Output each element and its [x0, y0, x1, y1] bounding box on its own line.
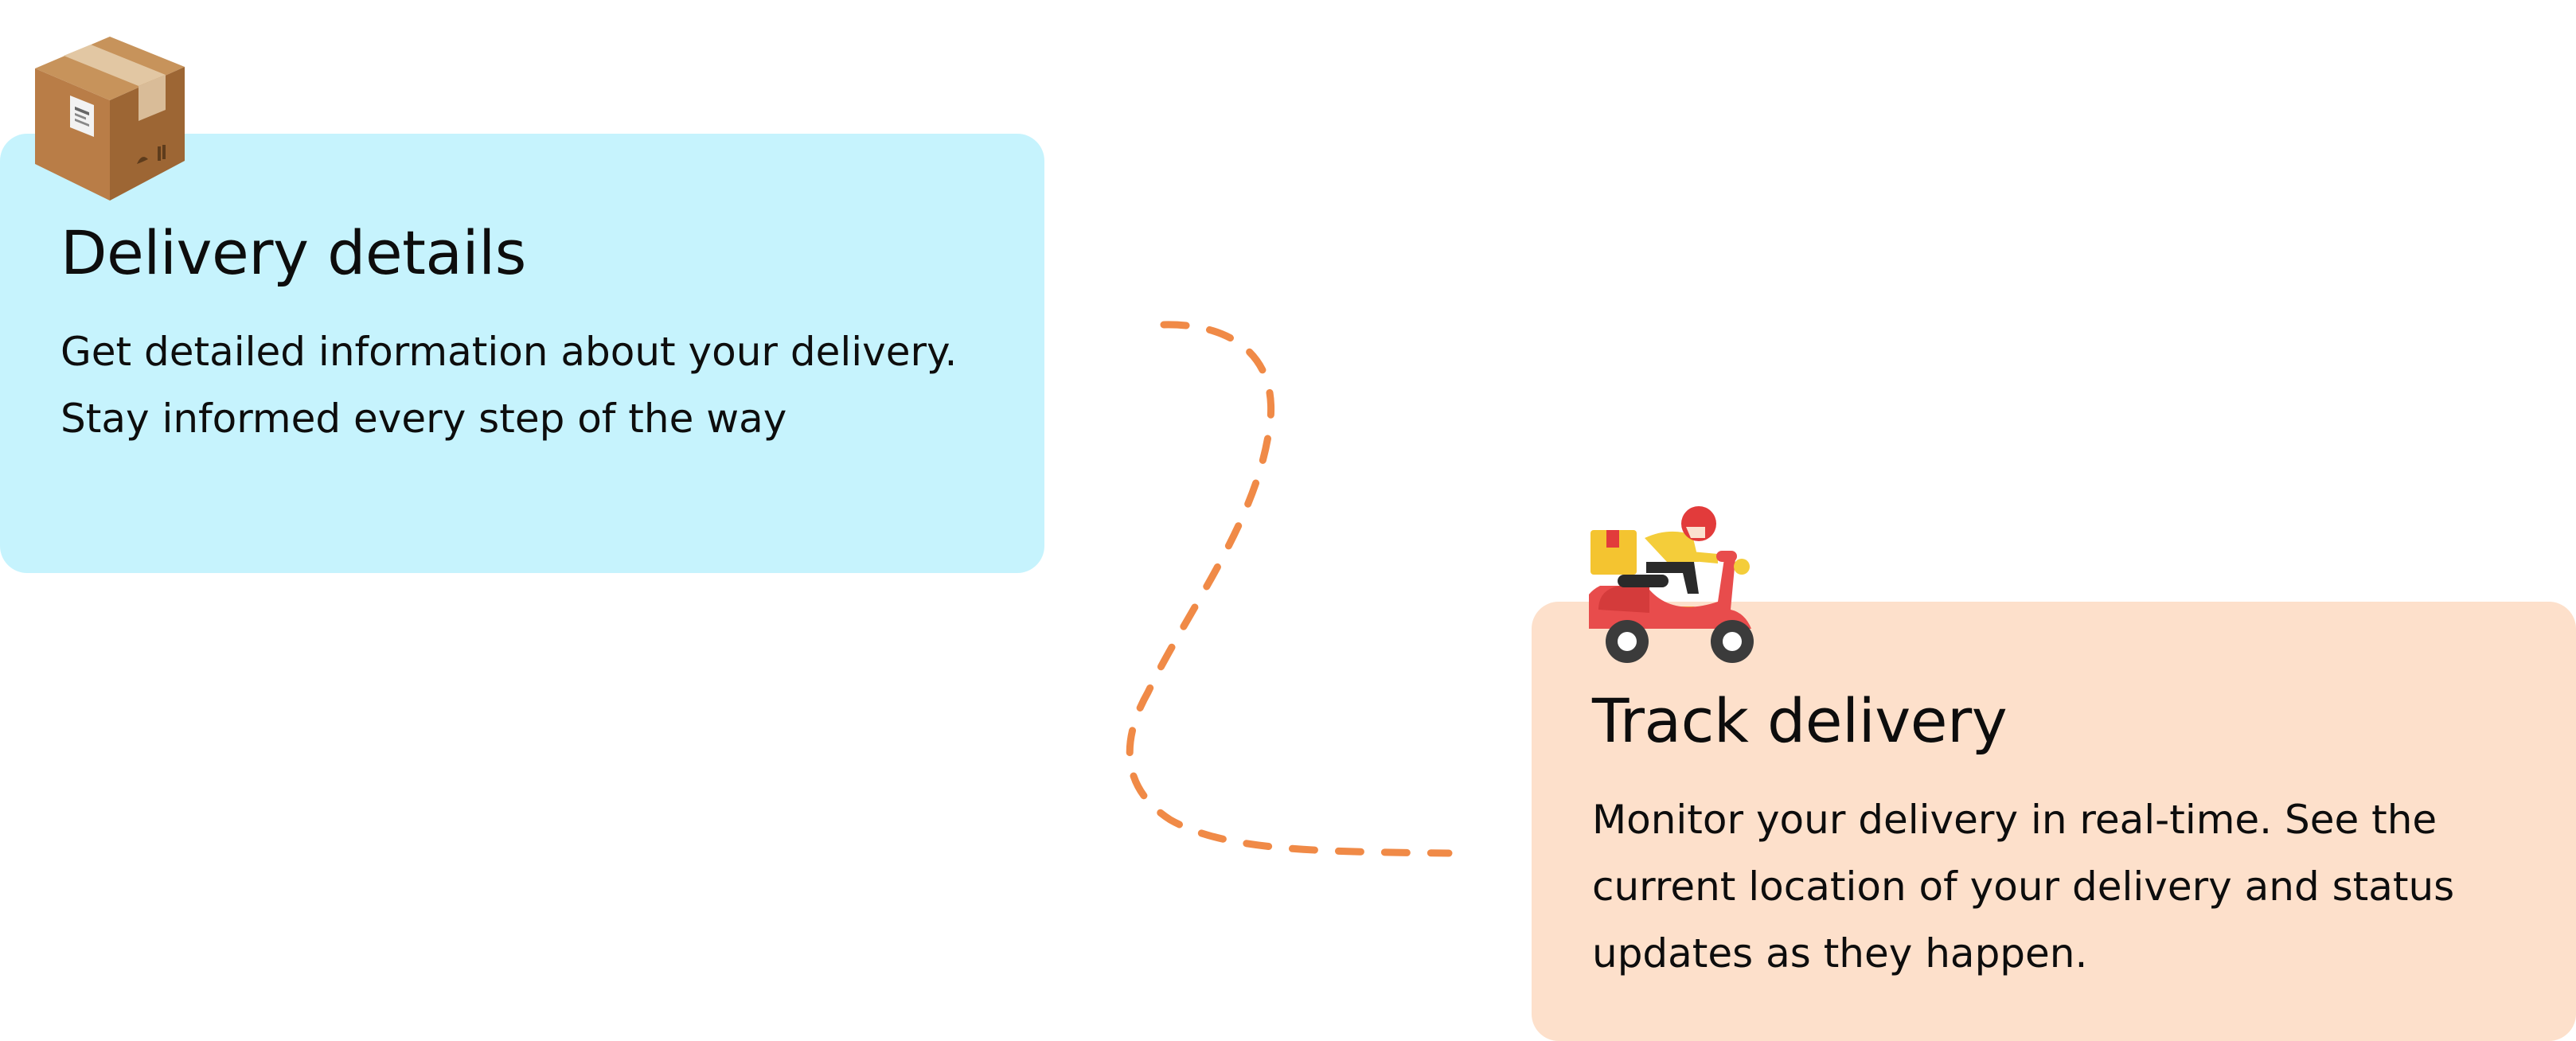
card-description: Get detailed information about your deli… [60, 329, 958, 442]
card-title: Track delivery [1592, 685, 2008, 756]
package-box-icon [35, 37, 185, 201]
track-delivery-card: Track delivery Monitor your delivery in … [1532, 602, 2576, 1041]
delivery-scooter-icon [1589, 506, 1754, 663]
dashed-route-path [1126, 321, 1453, 857]
delivery-details-card: Delivery details Get detailed informatio… [0, 134, 1044, 573]
card-description: Monitor your delivery in real-time. See … [1592, 797, 2455, 977]
card-title: Delivery details [60, 217, 526, 288]
